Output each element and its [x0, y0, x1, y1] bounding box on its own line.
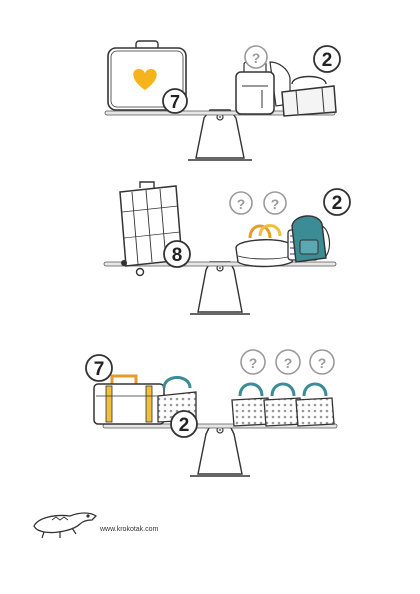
polka-dot-bag-icon: [295, 382, 335, 427]
scale-stand: [190, 261, 250, 315]
value-badge: 2: [170, 410, 198, 438]
value-badge-text: 2: [332, 193, 343, 214]
unknown-badge: ?: [240, 349, 266, 375]
website-link[interactable]: www.krokotak.com: [100, 526, 159, 533]
value-badge-text: 2: [179, 415, 190, 436]
unknown-badge: ?: [275, 349, 301, 375]
value-badge-text: 7: [170, 92, 180, 112]
value-badge: 7: [162, 88, 188, 114]
value-badge: 2: [323, 188, 351, 216]
value-badge: 8: [163, 240, 191, 268]
unknown-badge: ?: [229, 191, 253, 215]
unknown-badge-text: ?: [237, 196, 246, 212]
unknown-badge: ?: [309, 349, 335, 375]
unknown-badge-text: ?: [284, 355, 293, 371]
unknown-badge: ?: [263, 191, 287, 215]
scale-stand: [188, 109, 252, 161]
value-badge: 2: [313, 45, 341, 73]
crocodile-logo-icon: [33, 512, 98, 539]
backpack-icon: [291, 215, 331, 263]
scale-stand: [190, 425, 250, 477]
scale-beam: [104, 110, 336, 116]
puzzle-3: 7 2 ? ? ?: [85, 349, 338, 477]
unknown-badge-text: ?: [271, 196, 280, 212]
unknown-badge-text: ?: [252, 50, 261, 66]
value-badge: 7: [85, 354, 113, 382]
handbag-icon: [235, 224, 295, 268]
value-badge-text: 7: [94, 359, 105, 380]
unknown-badge-text: ?: [249, 355, 258, 371]
duffel-bag-icon: [281, 75, 337, 117]
value-badge-text: 8: [172, 245, 183, 266]
puzzle-1: 7 ? 2: [104, 40, 341, 161]
unknown-badge: ?: [244, 45, 268, 69]
value-badge-text: 2: [322, 50, 333, 71]
backpack-icon: [235, 60, 291, 115]
unknown-badge-text: ?: [318, 355, 327, 371]
puzzle-2: 8 ? ?: [103, 181, 351, 315]
briefcase-icon: [93, 374, 165, 425]
